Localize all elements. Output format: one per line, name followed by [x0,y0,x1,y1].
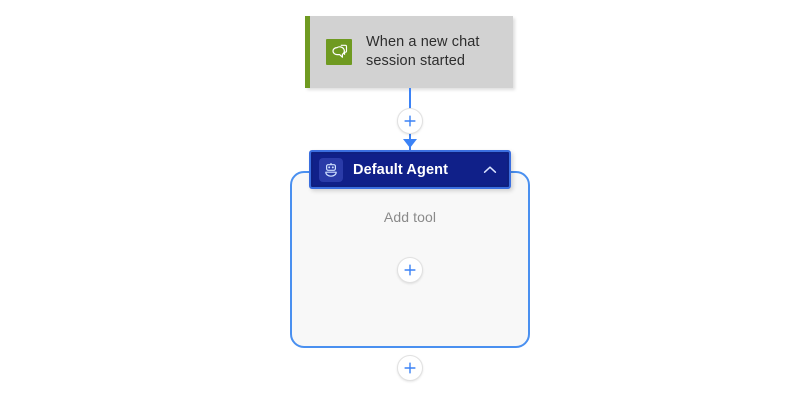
agent-header[interactable]: Default Agent [313,154,507,185]
add-node-button-bottom[interactable] [397,355,423,381]
connector-arrowhead [403,139,417,148]
plus-icon [404,115,416,127]
agent-node-default-agent[interactable]: Default Agent [309,150,511,189]
chat-bubble-icon [326,39,352,65]
agent-title: Default Agent [353,161,449,178]
add-tool-button[interactable] [397,257,423,283]
add-node-button-connector[interactable] [397,108,423,134]
add-tool-label: Add tool [383,209,437,225]
trigger-node-chat-session[interactable]: When a new chat session started [305,16,513,88]
trigger-accent-bar [305,16,310,88]
plus-icon [404,362,416,374]
trigger-label: When a new chat session started [366,34,480,69]
plus-icon [404,264,416,276]
robot-icon [319,157,343,182]
chevron-up-icon[interactable] [482,162,498,178]
